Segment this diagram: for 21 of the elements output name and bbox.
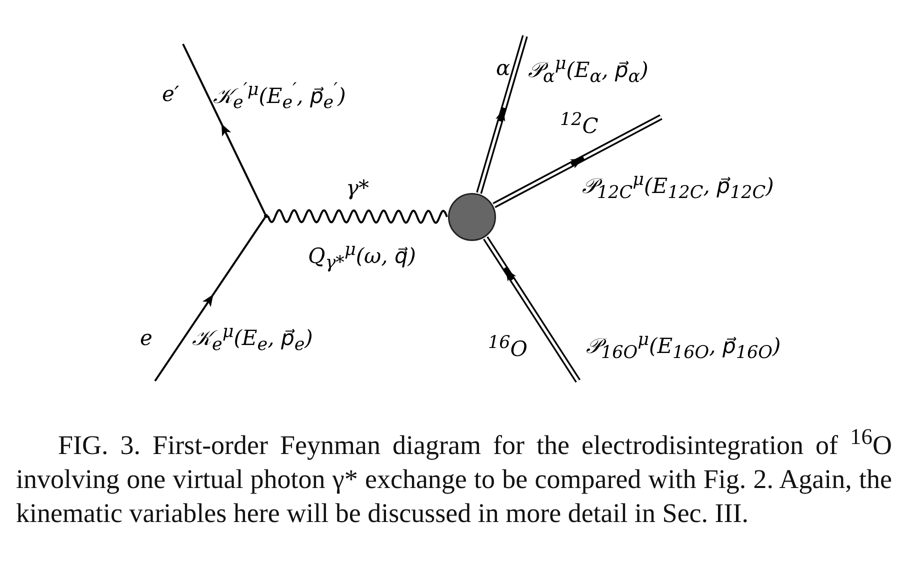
particle-label: 𝒫$_{12C}$$^{μ}$(E$_{12C}$, p⃗$_{12C}$) <box>582 170 774 204</box>
interaction-blob <box>448 193 496 241</box>
nucleus-line <box>492 114 662 208</box>
particle-label: Q$_{γ*}$$^{μ}$(ω, q⃗) <box>308 240 416 274</box>
particle-label: 𝒦$_{e}$$^{′μ}$(E$_{e}$$^{′}$, p⃗$_{e}$$^{′}$) <box>213 80 346 114</box>
particle-label: $^{16}$O <box>488 333 528 362</box>
photon-line <box>267 208 448 224</box>
electron-line <box>154 217 266 382</box>
nucleus-line <box>476 35 528 194</box>
electron-line <box>182 44 266 215</box>
particle-label: e <box>140 326 152 352</box>
particle-label: e′ <box>162 82 180 108</box>
particle-label: 𝒫$_{16O}$$^{μ}$(E$_{16O}$, p⃗$_{16O}$) <box>586 330 781 364</box>
particle-label: α <box>496 56 510 82</box>
particle-label: 𝒫$_{α}$$^{μ}$(E$_{α}$, p⃗$_{α}$) <box>528 54 648 88</box>
particle-label: γ* <box>346 176 370 202</box>
vertex-dot <box>264 214 268 218</box>
nucleus-line <box>483 236 581 383</box>
particle-label: $^{12}$C <box>560 110 598 140</box>
particle-label: 𝒦$_{e}$$^{μ}$(E$_{e}$, p⃗$_{e}$) <box>192 322 313 356</box>
figure-caption: FIG. 3. First-order Feynman diagram for the electrodisintegration of $^{16}$O involving one virtual photon γ* exchange to be compared with Fig. 2. Again, the kinematic variables here will be discussed in more detail in Sec. III. <box>16 423 892 530</box>
